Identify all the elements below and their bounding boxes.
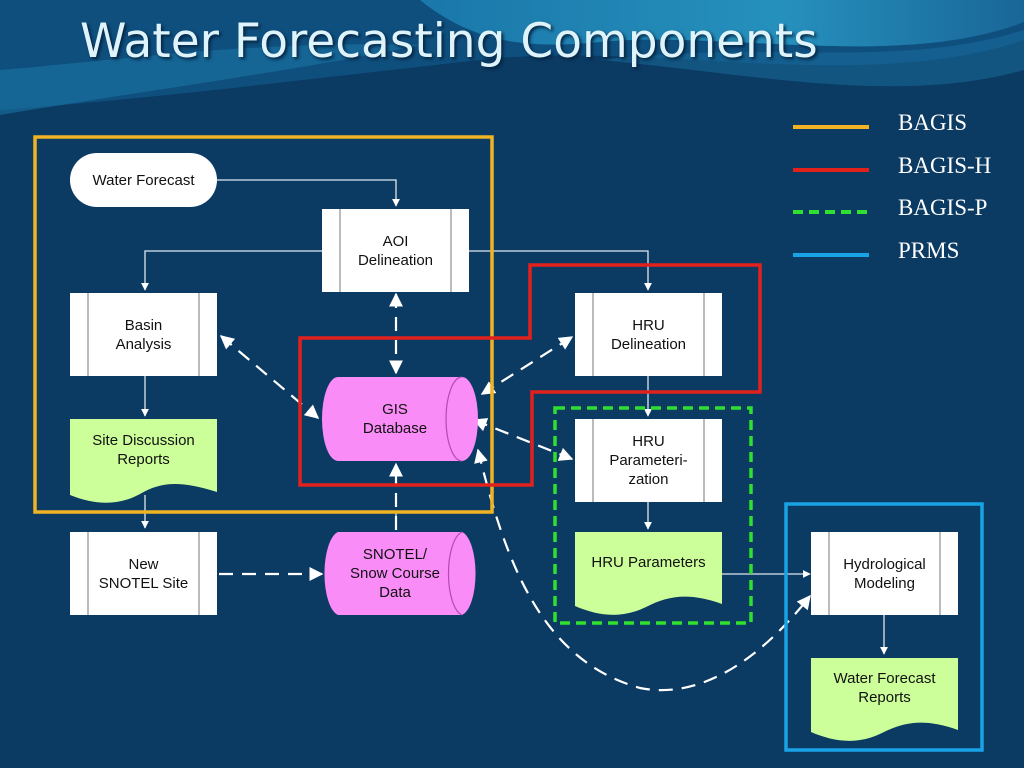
legend-label-bagis-h: BAGIS-H — [898, 153, 992, 178]
dashed-arrow-gis-parameterization — [472, 418, 574, 461]
arrow-aoi-to-basin — [141, 250, 322, 291]
slide-title: Water Forecasting Components — [80, 14, 818, 69]
node-basin-analysis — [70, 293, 217, 376]
arrow-water-forecast-to-aoi — [217, 179, 400, 207]
legend-label-bagis: BAGIS — [898, 110, 968, 135]
legend — [793, 125, 869, 257]
dashed-connectors — [219, 292, 811, 692]
legend-label-prms: PRMS — [898, 238, 960, 263]
nodes — [70, 153, 958, 741]
group-bagis-p — [553, 406, 753, 625]
connectors — [141, 179, 888, 655]
node-aoi-delineation — [322, 209, 469, 292]
node-site-discussion-reports — [70, 419, 217, 503]
dashed-arrow-gis-hru-delineation — [480, 336, 574, 395]
node-hydrological-modeling — [811, 532, 958, 615]
node-water-forecast — [70, 153, 217, 207]
group-outlines — [33, 135, 984, 752]
group-prms — [784, 502, 984, 752]
node-snotel-data — [324, 531, 476, 616]
header-waves — [0, 0, 1024, 115]
group-bagis-h — [298, 263, 762, 487]
node-hru-parameters — [575, 532, 722, 615]
arrow-aoi-to-hru-delineation — [469, 250, 652, 291]
node-hru-parameterization — [575, 419, 722, 502]
node-gis-database — [322, 376, 478, 462]
dashed-arrow-basin-gis — [219, 335, 320, 419]
group-bagis — [33, 135, 494, 514]
legend-label-bagis-p: BAGIS-P — [898, 195, 988, 220]
dashed-arrow-gis-to-modeling — [474, 448, 811, 692]
node-hru-delineation — [575, 293, 722, 376]
node-new-snotel-site — [70, 532, 217, 615]
node-water-forecast-reports — [811, 658, 958, 741]
